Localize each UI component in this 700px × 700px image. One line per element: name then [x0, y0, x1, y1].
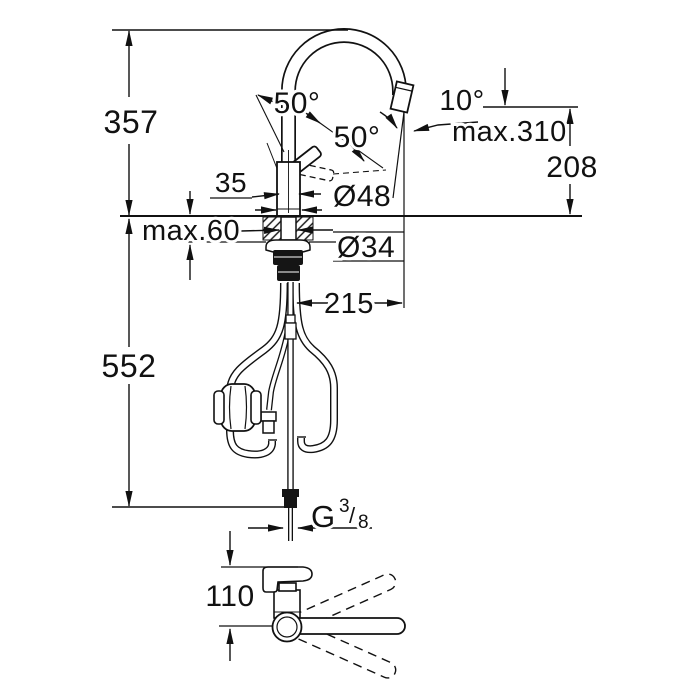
- dim-34-label: Ø34: [337, 231, 395, 264]
- dim-50deg-side-label: 50°: [334, 121, 381, 154]
- dim-357-label: 357: [104, 104, 159, 140]
- supply-connector: [282, 489, 299, 541]
- hose-assembly: [213, 282, 338, 541]
- dim-35-label: 35: [215, 167, 247, 198]
- max310-leader: [413, 121, 479, 132]
- countertop-hatch-right: [295, 216, 314, 241]
- dim-110-label: 110: [205, 580, 254, 613]
- spout-side: [286, 617, 406, 635]
- countertop-hatch-left: [262, 216, 282, 241]
- swivel-joint-inner: [276, 616, 298, 638]
- hose-adapter: [277, 265, 300, 281]
- swivel-spout-dashed-down: [287, 620, 397, 679]
- swivel-spout-dashed-up: [287, 573, 397, 632]
- thread-denominator: 8: [358, 512, 369, 533]
- handle-neck-side: [278, 582, 297, 592]
- dim-48-label: Ø48: [333, 180, 391, 213]
- hose-nut-body: [262, 420, 275, 434]
- dimension-lines: [112, 29, 582, 661]
- dim-552-label: 552: [102, 348, 157, 384]
- dim-208-label: 208: [546, 151, 598, 184]
- spray-head: [389, 80, 415, 114]
- spray-tilt-line: [392, 111, 405, 199]
- mounting-shank: [280, 216, 297, 241]
- thread-numerator: 3: [339, 496, 350, 517]
- side-view-faucet: [262, 566, 406, 679]
- dim-10deg-label: 10°: [439, 85, 484, 117]
- thread-letter: G: [311, 499, 336, 534]
- thread-slash: /: [349, 503, 356, 528]
- hose-connector-lower: [284, 322, 297, 340]
- right-supply-hose: [292, 282, 338, 454]
- angle-10-arc: [379, 111, 398, 129]
- dim-50deg-front-label: 50°: [274, 87, 321, 120]
- hose-nut: [260, 411, 277, 422]
- hose-connector-upper: [285, 314, 296, 324]
- dim-max60-label: max.60: [142, 215, 240, 247]
- hose-counterweight: [213, 383, 262, 432]
- central-spray-hose: [284, 282, 297, 490]
- dim-thread-label: G 3 / 8: [308, 493, 372, 537]
- spout-gooseneck: [281, 28, 407, 164]
- dim-max310-label: max.310: [452, 116, 567, 148]
- front-view-faucet: [266, 28, 415, 308]
- dimension-labels: 357 552 208 10° max.310 50° 50° 35 Ø48 m…: [99, 82, 601, 616]
- dim-215-label: 215: [324, 288, 374, 320]
